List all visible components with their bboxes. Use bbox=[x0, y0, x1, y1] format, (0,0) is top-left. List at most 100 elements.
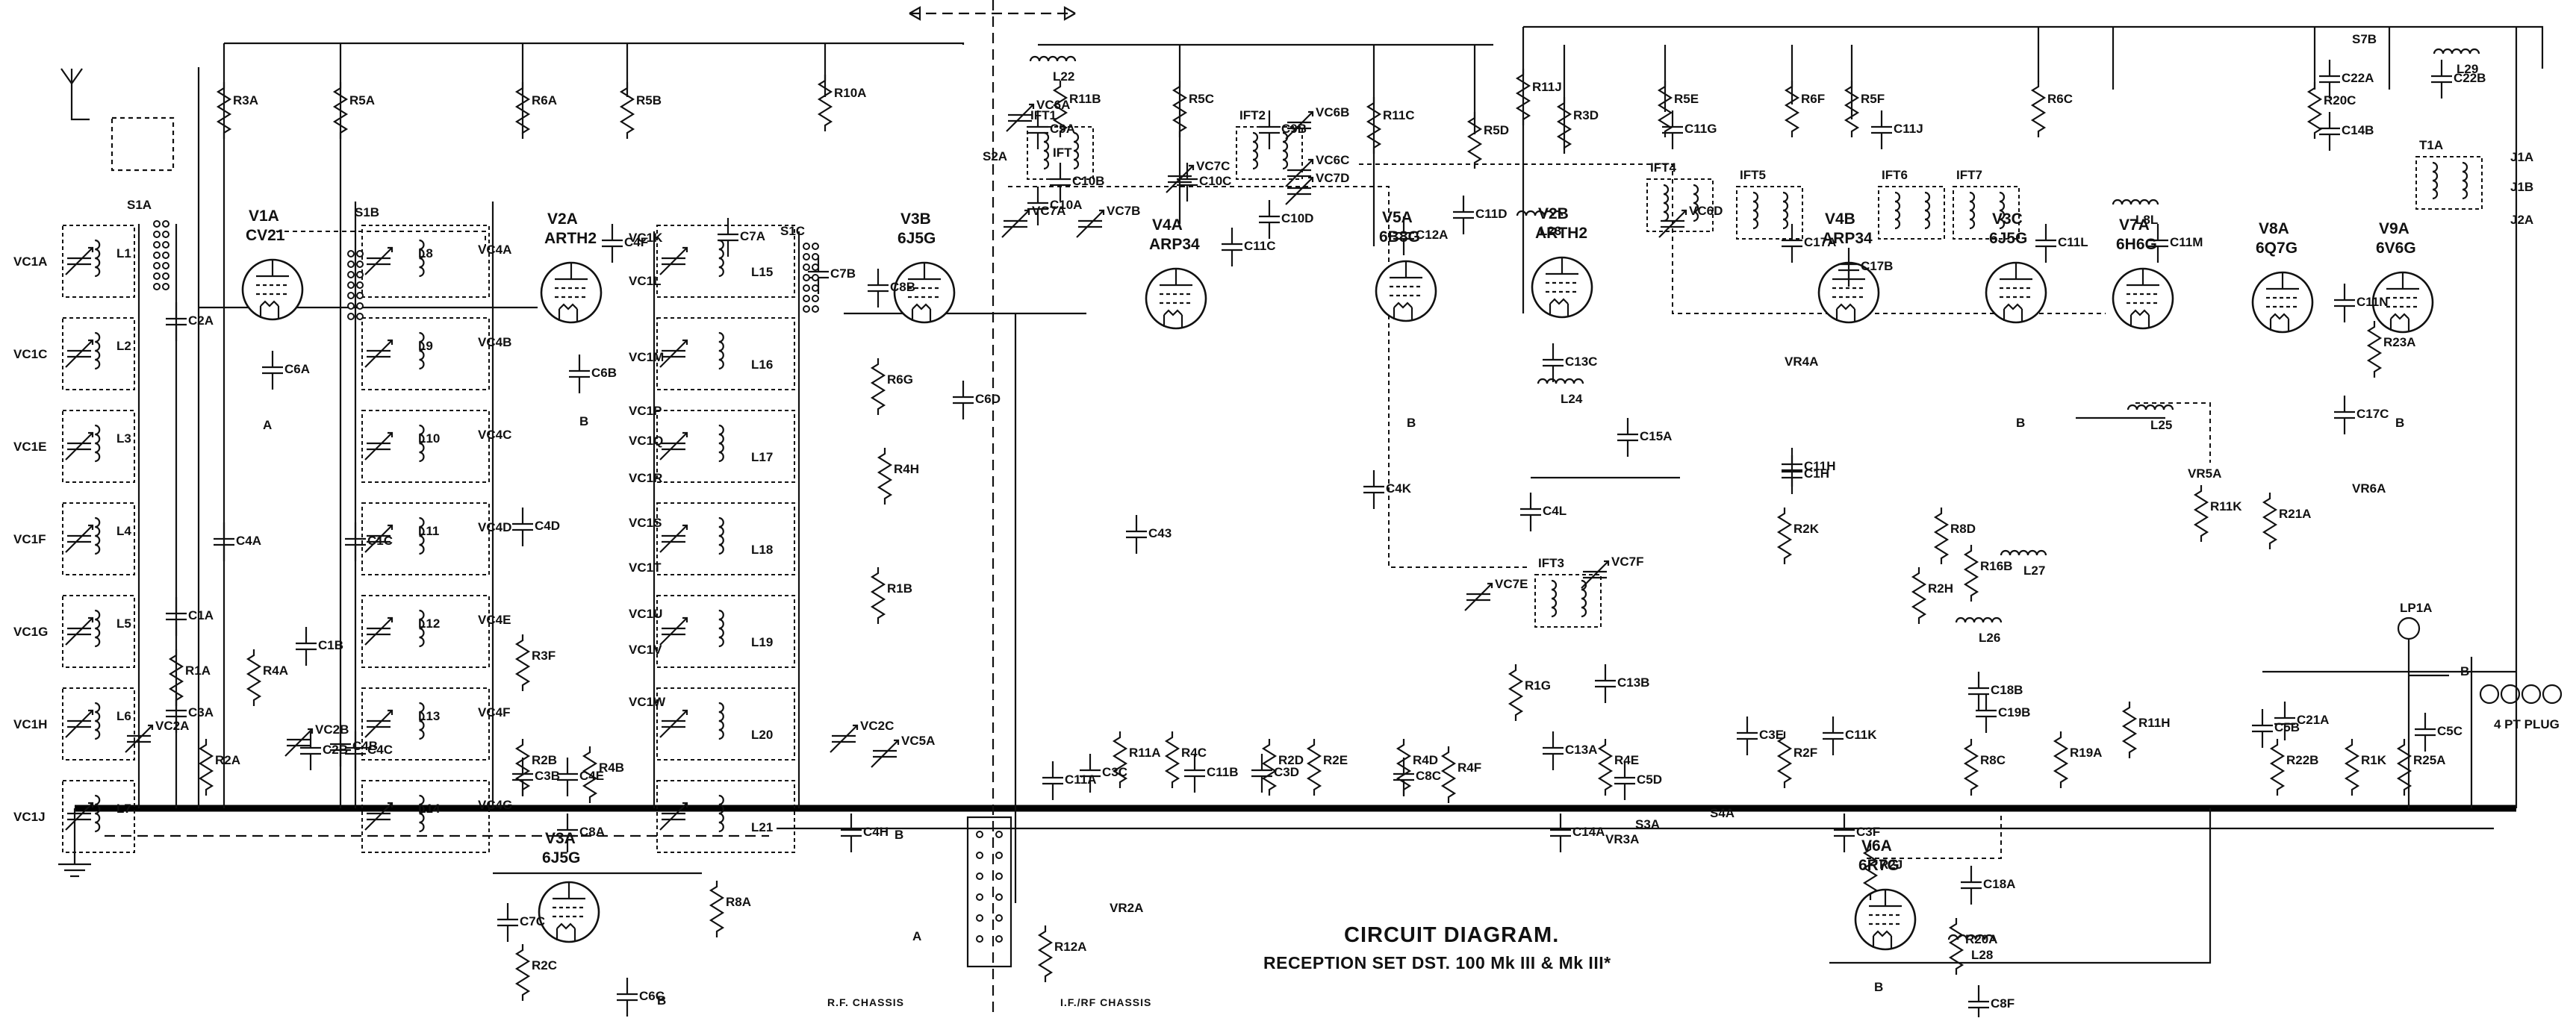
variable-capacitor-label: VC1J bbox=[13, 810, 46, 824]
capacitor-label: C8A bbox=[579, 825, 605, 839]
resistor-label: R12A bbox=[1054, 940, 1086, 954]
resistor bbox=[1949, 917, 1964, 976]
inductor bbox=[2000, 549, 2047, 557]
capacitor bbox=[1041, 760, 1065, 802]
variable-capacitor-label: VC1V bbox=[629, 643, 662, 657]
transformer-ift1 bbox=[1027, 126, 1094, 180]
transformer-winding bbox=[1894, 191, 1901, 230]
switch-contact bbox=[995, 935, 1003, 943]
capacitor-label: C6A bbox=[284, 362, 310, 376]
resistor bbox=[2122, 700, 2137, 760]
inductor-label: L8L bbox=[2135, 213, 2158, 227]
variable-capacitor-label: VC6C bbox=[1316, 153, 1349, 167]
capacitor-label: C19B bbox=[1998, 705, 2030, 719]
labels-layer: V1ACV21V2AARTH2V3B6J5GV4AARP34V5A6B8GV2B… bbox=[13, 32, 2560, 1011]
capacitor-label: C11A bbox=[1065, 772, 1097, 787]
vacuum-tube-v2a bbox=[540, 261, 603, 324]
capacitor-label: C3C bbox=[1102, 765, 1127, 779]
resistor-label: R23A bbox=[2383, 335, 2415, 349]
resistor-label: R10A bbox=[834, 86, 866, 100]
inductor-label: L11 bbox=[418, 524, 439, 538]
switch-contact bbox=[812, 295, 819, 302]
resistor-label: R5C bbox=[1189, 92, 1214, 106]
variable-capacitor-label: VC4B bbox=[478, 335, 511, 349]
capacitor-label: C17C bbox=[2356, 407, 2389, 421]
coil bbox=[94, 239, 101, 278]
inductor bbox=[2127, 404, 2174, 411]
switch-label: S7B bbox=[2352, 32, 2377, 46]
band-coil-box bbox=[62, 225, 135, 298]
tube-ref-v3a: V3A bbox=[545, 830, 576, 847]
variable-capacitor-label: VC1H bbox=[13, 717, 47, 731]
transformer-winding bbox=[1072, 131, 1080, 170]
transformer-winding bbox=[1281, 131, 1289, 170]
resistor-label: R2D bbox=[1278, 753, 1304, 767]
resistor-label: R6G bbox=[887, 372, 913, 387]
switch-label: S1C bbox=[780, 224, 805, 238]
coil bbox=[94, 702, 101, 740]
transformer-t1a bbox=[2415, 156, 2483, 210]
capacitor bbox=[2250, 708, 2274, 749]
capacitor bbox=[1967, 984, 1991, 1021]
resistor bbox=[199, 737, 214, 797]
inductor-label: L21 bbox=[751, 820, 773, 834]
switch-contact bbox=[356, 302, 364, 310]
capacitor-label: C9A bbox=[1050, 122, 1075, 136]
capacitor-label: C4L bbox=[1543, 504, 1567, 518]
capacitor-label: C18B bbox=[1991, 683, 2023, 697]
capacitor-label: C12A bbox=[1416, 228, 1448, 242]
inductor-label: L27 bbox=[2023, 563, 2045, 578]
resistor bbox=[871, 566, 886, 625]
inductor bbox=[1029, 55, 1077, 63]
switch-contact bbox=[976, 872, 983, 880]
capacitor bbox=[716, 216, 740, 258]
resistor-label: R4F bbox=[1457, 761, 1481, 775]
transformer-ift2 bbox=[1236, 126, 1303, 180]
switch-contact bbox=[347, 292, 355, 299]
switch-label: S3A bbox=[1635, 817, 1660, 831]
vacuum-tube-v3a bbox=[538, 881, 600, 943]
vacuum-tube-v2b bbox=[1531, 256, 1593, 319]
inductor bbox=[1537, 378, 1584, 385]
switch-contact bbox=[347, 260, 355, 268]
transformer-label: IFT3 bbox=[1538, 556, 1564, 570]
inductor-label: L12 bbox=[418, 616, 440, 631]
capacitor bbox=[839, 812, 863, 854]
misc-label: VR2A bbox=[1110, 901, 1143, 915]
resistor-label: R1K bbox=[2361, 753, 2387, 767]
capacitor-label: C4F bbox=[624, 235, 648, 249]
variable-capacitor-label: VC2B bbox=[315, 722, 349, 737]
resistor-label: R2B bbox=[532, 753, 557, 767]
resistor bbox=[515, 943, 530, 1002]
connector-label: J2A bbox=[2510, 213, 2533, 227]
terminal-label: B bbox=[895, 828, 903, 842]
inductor-label: L4 bbox=[116, 524, 131, 538]
resistor-label: R8C bbox=[1980, 753, 2006, 767]
misc-label: B bbox=[579, 414, 588, 428]
resistor bbox=[1113, 730, 1127, 790]
variable-capacitor-label: VC2C bbox=[860, 719, 894, 733]
tube-type-v3c: 6J5G bbox=[1989, 230, 2027, 247]
variable-capacitor bbox=[64, 524, 94, 554]
band-coil-box bbox=[361, 502, 490, 575]
coil bbox=[94, 609, 101, 648]
capacitor-label: C5B bbox=[2274, 720, 2300, 734]
band-coil-box bbox=[62, 317, 135, 390]
switch-contact bbox=[976, 935, 983, 943]
switch-contact bbox=[347, 271, 355, 278]
variable-capacitor-label: VC1R bbox=[629, 471, 662, 485]
variable-capacitor-label: VC1W bbox=[629, 695, 666, 709]
transformer-label: IFT7 bbox=[1956, 168, 1982, 182]
band-coil-box bbox=[656, 780, 795, 853]
resistor-label: R1A bbox=[185, 664, 211, 678]
tube-ref-v3b: V3B bbox=[900, 210, 931, 228]
switch-contact bbox=[153, 220, 161, 228]
capacitor bbox=[1392, 756, 1416, 798]
variable-capacitor-label: VC1A bbox=[13, 255, 47, 269]
variable-capacitor-label: VC4E bbox=[478, 613, 511, 627]
resistor-label: R1B bbox=[887, 581, 912, 596]
inductor-label: L24 bbox=[1561, 392, 1583, 406]
inductor-label: L23 bbox=[1540, 224, 1561, 238]
switch-contact bbox=[976, 893, 983, 901]
capacitor-label: C1H bbox=[1804, 466, 1829, 481]
